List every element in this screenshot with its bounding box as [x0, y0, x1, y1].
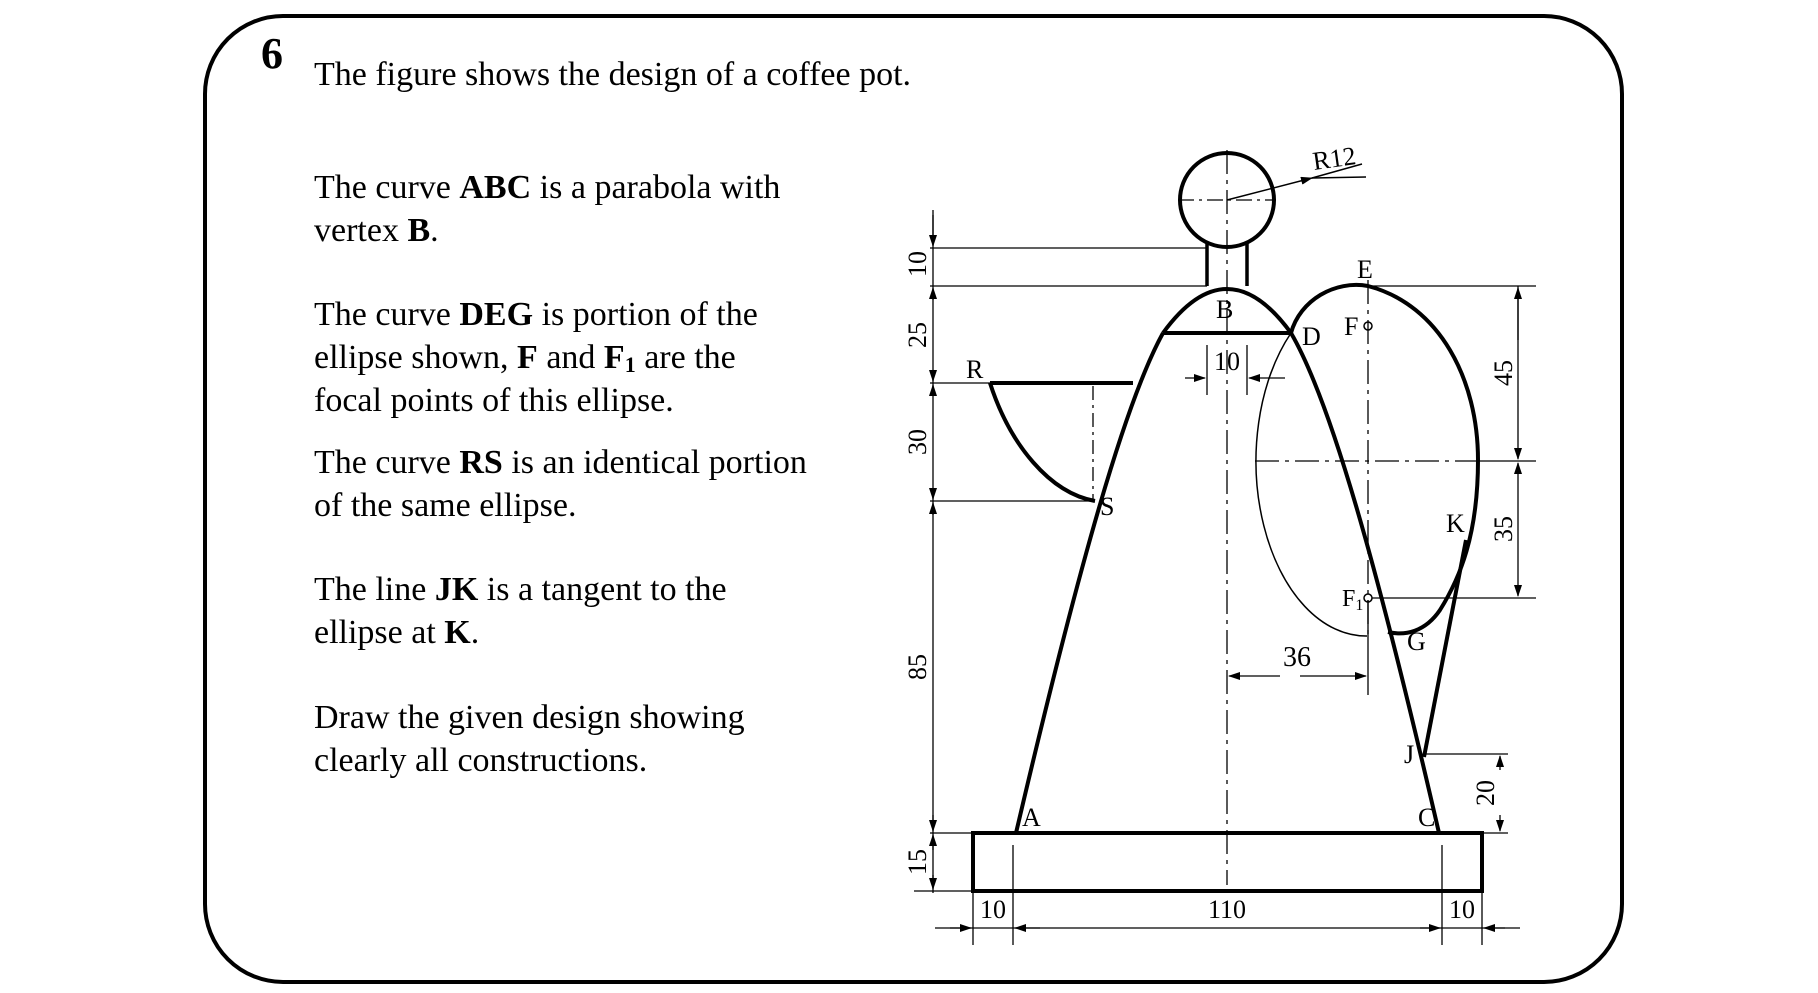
dim-bot-110-label: 110 — [1208, 895, 1246, 924]
knob-radius-underline — [1311, 176, 1367, 179]
instruction-ellipse: The curve DEG is portion of the ellipse … — [314, 296, 758, 419]
question-number: 6 — [261, 29, 283, 78]
instruction-parabola: The curve ABC is a parabola with vertex … — [314, 169, 781, 249]
dim-left-25-label: 25 — [903, 322, 932, 348]
instruction-rs-curve: The curve RS is an identical portion of … — [314, 444, 807, 524]
parabola-abc — [1014, 332, 1165, 834]
dim-left-15-label: 15 — [903, 849, 932, 875]
question-frame — [203, 14, 1624, 984]
spout-curve-rs — [988, 382, 1096, 503]
point-a-label: A — [1022, 803, 1041, 832]
knob-radius-label: R12 — [1311, 141, 1358, 176]
dim-left-10-label: 10 — [903, 251, 932, 277]
dim-right-45-label: 45 — [1489, 360, 1518, 386]
dim-right-20-label: 20 — [1471, 780, 1500, 806]
question-intro: The figure shows the design of a coffee … — [314, 56, 912, 93]
point-e-label: E — [1357, 255, 1373, 284]
instruction-draw: Draw the given design showing clearly al… — [314, 699, 745, 779]
point-g-label: G — [1407, 627, 1426, 656]
point-s-label: S — [1100, 492, 1114, 521]
tangent-jk — [1422, 539, 1468, 758]
knob-radius-leader — [1226, 176, 1313, 201]
dim-36-label: 36 — [1283, 642, 1311, 673]
point-j-label: J — [1404, 740, 1414, 769]
point-r-label: R — [966, 355, 984, 384]
knob-radius-leader-tail — [1311, 163, 1363, 179]
dim-bot-10-right-label: 10 — [1449, 895, 1475, 924]
point-b-label: B — [1216, 295, 1233, 324]
ellipse-deg — [1289, 282, 1481, 636]
ellipse-thin — [1255, 332, 1368, 637]
point-c-label: C — [1418, 803, 1435, 832]
top-cap-curve — [1161, 287, 1293, 335]
instruction-tangent: The line JK is a tangent to the ellipse … — [314, 571, 727, 651]
dim-right-35-label: 35 — [1489, 516, 1518, 542]
point-k-label: K — [1446, 509, 1465, 538]
focus-f — [1363, 321, 1373, 331]
pot-base — [971, 831, 1484, 893]
dim-top-width-label: 10 — [1214, 347, 1240, 376]
dim-left-85-label: 85 — [903, 654, 932, 680]
point-f-label: F — [1344, 312, 1358, 341]
point-f1-label: F1 — [1342, 586, 1363, 614]
parabola-right — [1289, 331, 1441, 834]
dim-bot-10-left-label: 10 — [980, 895, 1006, 924]
point-d-label: D — [1302, 322, 1321, 351]
dim-left-30-label: 30 — [903, 429, 932, 455]
